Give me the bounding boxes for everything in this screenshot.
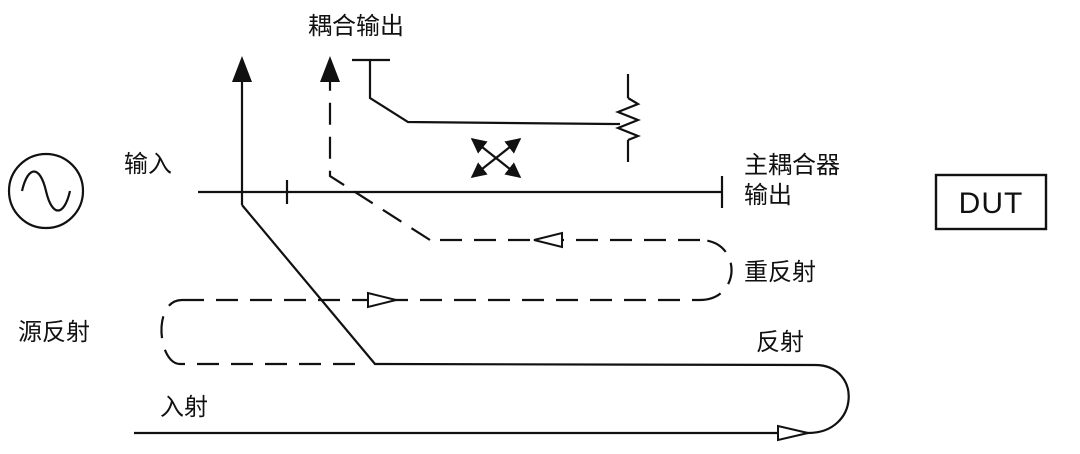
up-arrow-icon (320, 56, 340, 82)
cross-coupling-arrows-icon (470, 138, 522, 178)
ac-signal-source-icon (7, 152, 85, 230)
dut-box (934, 173, 1048, 231)
dashed-reflection-path (160, 80, 733, 366)
dut-label: DUT (959, 187, 1024, 220)
incident-label: 入射 (160, 393, 208, 421)
re-reflection-label: 重反射 (744, 258, 816, 286)
coupled-output-branch (352, 58, 613, 126)
coupled-output-label: 耦合输出 (308, 12, 404, 40)
input-label: 输入 (124, 150, 172, 178)
right-arrow-icon (367, 291, 397, 309)
right-arrow-icon (777, 424, 809, 442)
up-arrow-icon (232, 56, 252, 82)
reflection-label: 反射 (756, 328, 804, 356)
solid-signal-path (134, 80, 850, 435)
main-coupler-output-label-line2: 输出 (744, 181, 792, 209)
main-coupler-output-label-line1: 主耦合器 (744, 151, 840, 179)
left-arrow-icon (533, 231, 563, 249)
source-reflection-label: 源反射 (18, 318, 90, 346)
resistor-load-icon (612, 74, 641, 162)
